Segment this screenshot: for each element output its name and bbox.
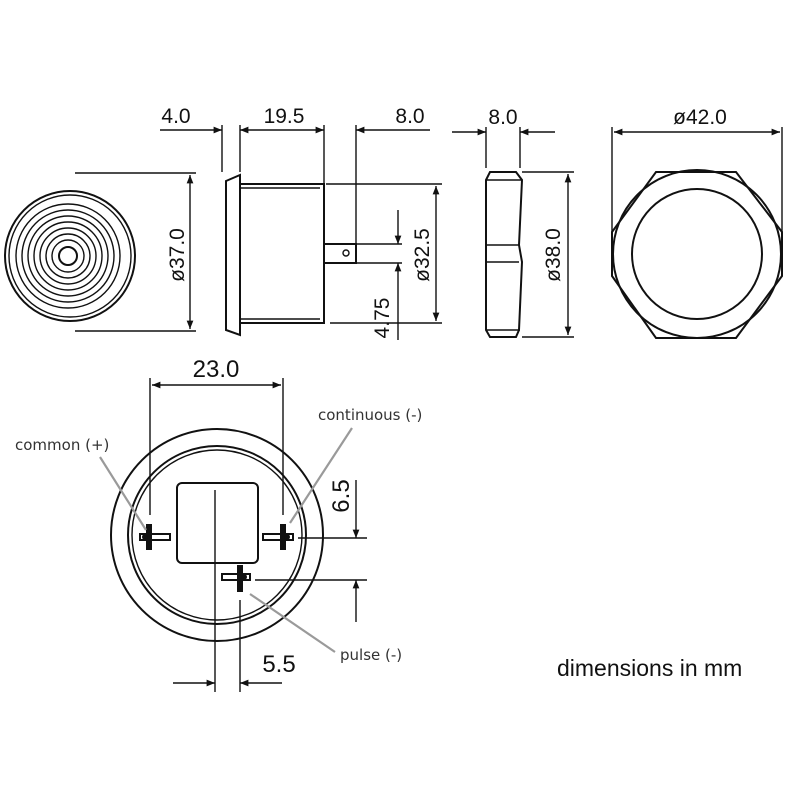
dim-face-diameter: ø37.0	[166, 228, 189, 282]
terminal-common	[139, 524, 171, 550]
terminal-pulse	[221, 565, 251, 592]
label-pulse: pulse (-)	[340, 646, 402, 664]
label-continuous: continuous (-)	[318, 406, 422, 424]
terminal-continuous	[262, 524, 294, 550]
dim-body-diameter: ø32.5	[411, 228, 434, 282]
dim-pulse-horizontal-offset: 5.5	[262, 651, 295, 678]
front-view: ø37.0	[4, 172, 196, 332]
label-common: common (+)	[15, 436, 109, 454]
dim-terminal-length: 8.0	[395, 105, 424, 128]
dim-terminal-spacing: 23.0	[193, 356, 240, 383]
side-view: 4.0 19.5 8.0 ø32.5 4.75	[160, 105, 442, 340]
dim-nut-across-corners: ø42.0	[673, 106, 727, 129]
nut-side-view: 8.0 ø38.0	[452, 106, 574, 338]
callouts: common (+) continuous (-) pulse (-)	[15, 406, 422, 664]
dim-terminal-offset: 4.75	[371, 298, 394, 339]
dim-pulse-vertical-offset: 6.5	[328, 479, 355, 512]
dim-nut-diameter: ø38.0	[542, 228, 565, 282]
dim-body-length: 19.5	[264, 105, 305, 128]
dim-nut-thickness: 8.0	[488, 106, 517, 129]
bottom-view: 23.0 5.5 6.5	[110, 356, 367, 692]
units-note: dimensions in mm	[557, 655, 742, 681]
dim-flange-thickness: 4.0	[161, 105, 190, 128]
hex-nut-view: ø42.0	[611, 106, 783, 339]
